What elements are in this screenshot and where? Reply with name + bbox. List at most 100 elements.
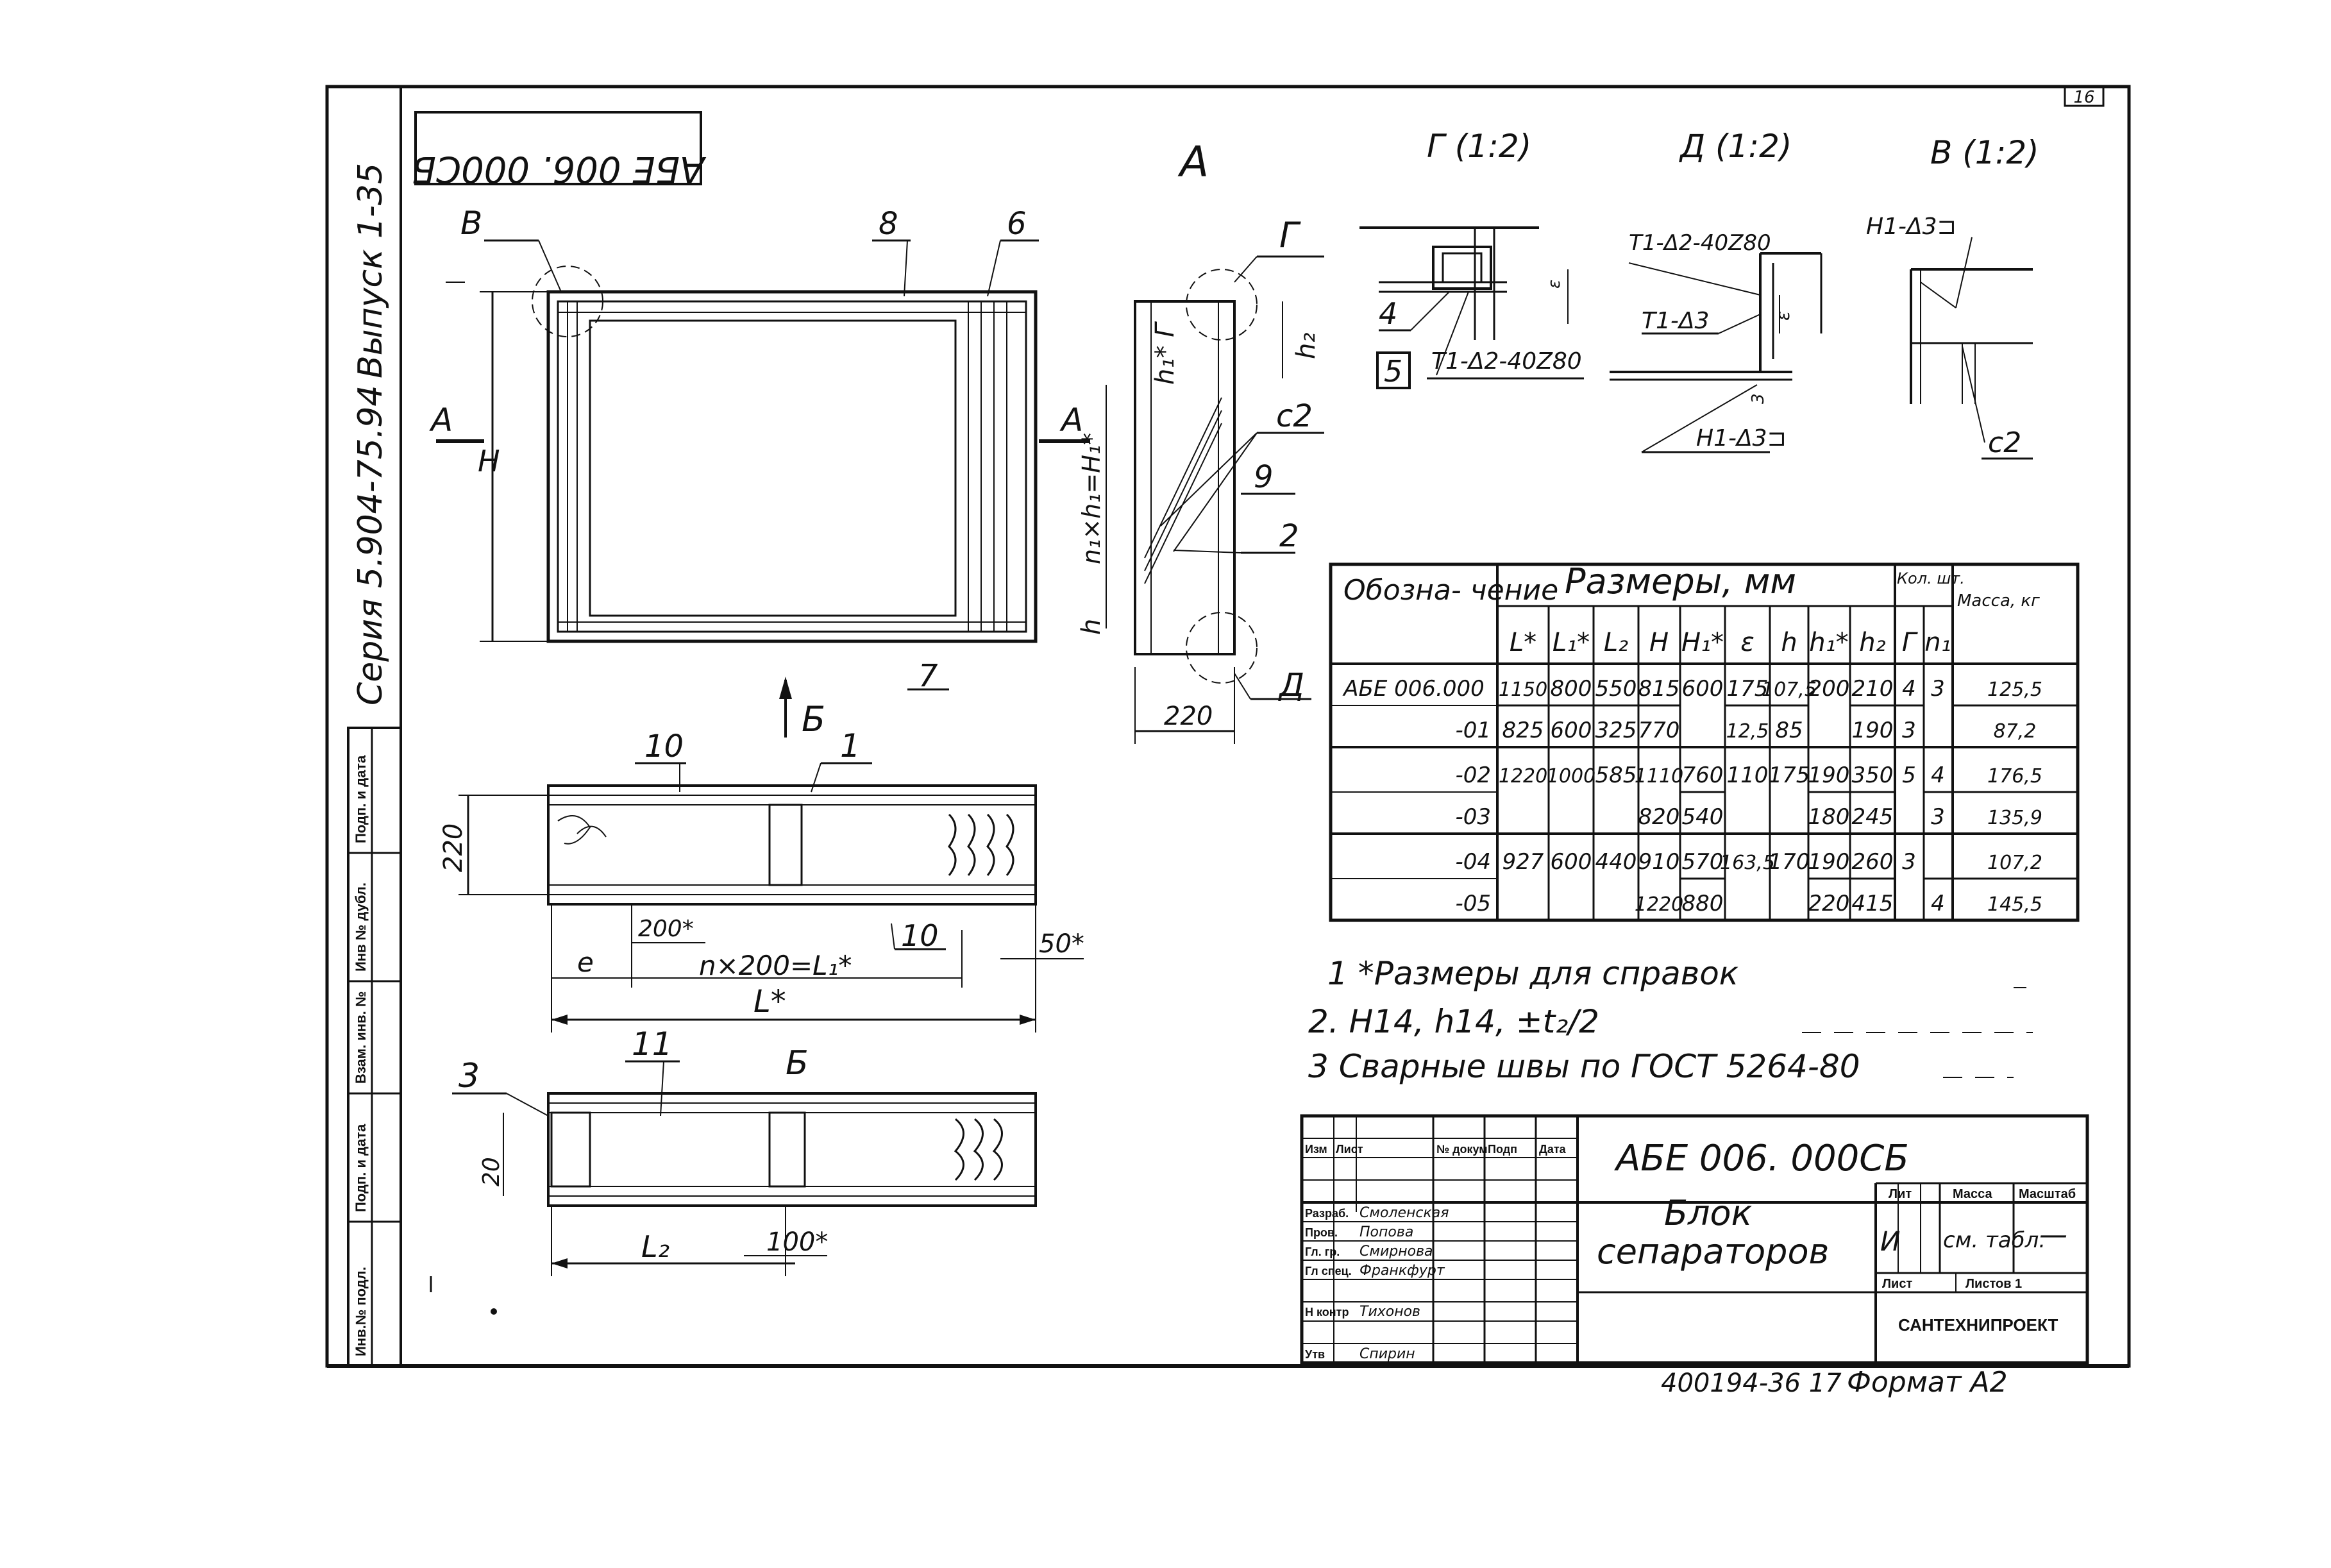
callout-v: В	[460, 205, 482, 242]
table-cell: 927	[1502, 849, 1544, 875]
table-cell: -04	[1455, 849, 1491, 875]
table-cell: 550	[1595, 676, 1637, 702]
tb-sign-cell: Пров.	[1305, 1226, 1338, 1239]
table-col-header: h₂	[1859, 628, 1885, 657]
tb-sign-cell: Разраб.	[1305, 1207, 1349, 1220]
table-cell: 175	[1727, 676, 1769, 702]
table-cell: 325	[1595, 718, 1637, 743]
detail-d-weld-top: Т1-Δ2-40Z80	[1629, 230, 1771, 256]
table-cell: 770	[1638, 718, 1680, 743]
section-dim-h1: h₁* Г	[1150, 321, 1180, 385]
bv1-callout-10a: 10	[644, 729, 684, 764]
detail-g-dim: ε	[1545, 280, 1564, 289]
tb-mass-value: см. табл.	[1943, 1227, 2046, 1253]
tb-sheets-label: Листов 1	[1965, 1277, 2022, 1291]
table-cell: 190	[1808, 763, 1850, 788]
table-col-header: L*	[1510, 628, 1536, 657]
tb-name-1: Блок	[1664, 1193, 1753, 1233]
tb-sign-cell: Дата	[1539, 1143, 1567, 1156]
detail-v-label: с2	[1988, 426, 2021, 459]
table-col-header: h	[1781, 628, 1797, 657]
detail-g: Г (1:2) Т1-Δ2-40Z80 4 5 ε	[1359, 128, 1584, 389]
table-cell: 540	[1682, 804, 1724, 830]
table-cell: 107,5	[1762, 679, 1817, 701]
bv2-title: Б	[786, 1044, 809, 1083]
tb-sign-cell: Смирнова	[1359, 1243, 1433, 1260]
bv1-dim-height: 220	[439, 823, 468, 872]
table-cell: 12,5	[1726, 720, 1769, 743]
table-cell: 190	[1808, 849, 1850, 875]
table-cell: -02	[1455, 763, 1491, 788]
rotated-code: АБЕ 006. 000СБ	[412, 148, 707, 190]
detail-g-weld: Т1-Δ2-40Z80	[1431, 348, 1582, 375]
tb-sign-cell: Смоленская	[1359, 1205, 1449, 1221]
table-header-mass: Масса, кг	[1957, 591, 2040, 611]
section-dim-n: n₁×h₁=H₁*	[1077, 433, 1106, 564]
table-col-header: L₁*	[1553, 628, 1590, 657]
detail-d: Д (1:2) Т1-Δ2-40Z80 Т1-Δ3 ε 3 Н1-Δ3⊐	[1610, 128, 1822, 453]
detail-d-title: Д (1:2)	[1679, 128, 1792, 165]
table-col-header: L₂	[1604, 628, 1628, 657]
table-cell: 176,5	[1987, 765, 2042, 788]
notes: 1 *Размеры для справок 2. Н14, h14, ±t₂/…	[1308, 955, 2033, 1085]
table-cell: 600	[1551, 849, 1592, 875]
table-cell: -03	[1455, 804, 1491, 830]
table-cell: 800	[1551, 676, 1592, 702]
table-cell: 87,2	[1994, 720, 2037, 743]
table-cell: 163,5	[1720, 852, 1775, 874]
table-col-header: h₁*	[1809, 628, 1848, 657]
side-stamp: Инв.№ подл. Подп. и дата Взам. инв. № Ин…	[347, 727, 402, 1367]
table-header-qty: Кол. шт.	[1897, 569, 1965, 587]
note-2: 2. Н14, h14, ±t₂/2	[1308, 1003, 1599, 1040]
table-cell: 85	[1775, 718, 1803, 743]
detail-d-weld-bottom: Н1-Δ3⊐	[1696, 425, 1787, 451]
table-cell: 3	[1931, 804, 1945, 830]
table-cell: 760	[1682, 763, 1724, 788]
table-cell: 220	[1808, 891, 1850, 916]
table-cell: 1150	[1499, 679, 1547, 701]
tb-sign-cell: № докум	[1436, 1143, 1488, 1156]
main-view-arrow: Б	[802, 699, 825, 739]
callout-8: 8	[879, 206, 898, 242]
tb-sign-cell: Н контр	[1305, 1306, 1349, 1319]
tb-lit-value: И	[1880, 1226, 1900, 1257]
tb-sign-cell: Тихонов	[1359, 1304, 1420, 1320]
table-cell: 107,2	[1987, 852, 2042, 874]
format-label: Формат А2	[1847, 1366, 2008, 1399]
stamp-dup: Инв № дубл.	[353, 882, 369, 972]
detail-d-dim3: 3	[1749, 393, 1768, 404]
tb-sheet-label: Лист	[1882, 1277, 1912, 1291]
table-cell: 880	[1682, 891, 1724, 916]
title-block: АБЕ 006. 000СБ Блок сепараторов Лит И Ма…	[1300, 1114, 2089, 1365]
table-cell: 600	[1682, 676, 1724, 702]
tb-sign-cell: Утв	[1305, 1348, 1325, 1361]
table-cell: 200	[1808, 676, 1850, 702]
stamp-inv: Инв.№ подл.	[353, 1267, 369, 1356]
table-col-header: H₁*	[1681, 628, 1724, 657]
table-cell: 145,5	[1987, 893, 2042, 916]
table-col-header: H	[1649, 628, 1669, 657]
bv1-dim-e: е	[577, 947, 594, 978]
table-cell: 415	[1852, 891, 1894, 916]
table-cell: -01	[1455, 718, 1491, 743]
table-header-designation: Обозна- чение	[1343, 574, 1558, 607]
tb-mass-label: Масса	[1953, 1187, 1993, 1201]
section-dim-h2: h₂	[1292, 333, 1321, 359]
bv2-callout-11: 11	[632, 1025, 673, 1063]
tb-sign-cell: Подп	[1488, 1143, 1517, 1156]
section-callout-2: 2	[1279, 518, 1299, 554]
section-dim-width: 220	[1164, 702, 1213, 731]
detail-v-title: В (1:2)	[1930, 134, 2039, 171]
table-cell: 815	[1638, 676, 1680, 702]
table-cell: -05	[1455, 891, 1491, 916]
bv1-dim-n: n×200=L₁*	[699, 950, 852, 981]
bv2-dim-l2: L₂	[641, 1229, 669, 1264]
table-cell: 170	[1769, 849, 1810, 875]
table-cell: 260	[1852, 849, 1894, 875]
detail-v-weld: Н1-Δ3⊐	[1866, 214, 1957, 240]
main-view: H А А Б В 8 6 7	[429, 205, 1090, 739]
table-cell: 125,5	[1987, 679, 2042, 701]
detail-g-title: Г (1:2)	[1427, 128, 1531, 165]
